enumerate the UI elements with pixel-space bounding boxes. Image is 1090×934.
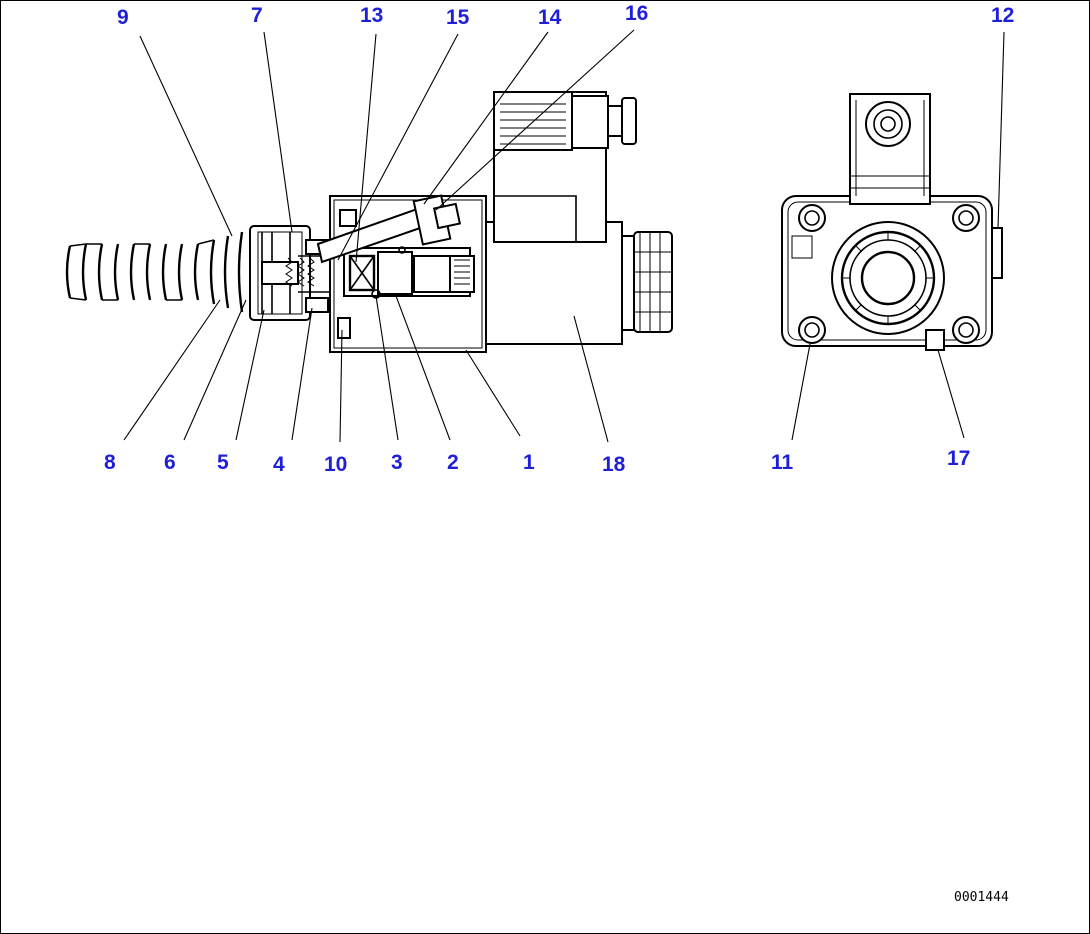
callout-7: 7 xyxy=(251,4,263,27)
side-view xyxy=(65,91,673,353)
callout-18: 18 xyxy=(602,453,626,476)
spring-coil xyxy=(65,231,244,313)
callout-17: 17 xyxy=(947,447,970,470)
leader-lines xyxy=(123,29,1005,443)
connector-plug xyxy=(493,91,637,243)
callout-9: 9 xyxy=(117,6,129,29)
callout-3: 3 xyxy=(391,451,403,474)
callout-1: 1 xyxy=(523,451,535,474)
callout-13: 13 xyxy=(360,4,383,27)
valve-body xyxy=(316,194,487,353)
callout-15: 15 xyxy=(446,6,470,29)
callout-14: 14 xyxy=(538,6,562,29)
callout-6: 6 xyxy=(164,451,176,474)
callout-5: 5 xyxy=(217,451,229,474)
callout-8: 8 xyxy=(104,451,116,474)
callout-4: 4 xyxy=(273,453,285,476)
figure-id: 0001444 xyxy=(954,890,1009,905)
callout-12: 12 xyxy=(991,4,1014,27)
callout-16: 16 xyxy=(625,2,648,25)
callout-2: 2 xyxy=(447,451,459,474)
callout-labels: 9 7 13 15 14 16 12 8 6 5 4 10 3 2 1 18 1… xyxy=(104,2,1014,476)
callout-11: 11 xyxy=(771,451,794,474)
end-view xyxy=(781,93,1003,351)
cap-assembly xyxy=(249,225,331,321)
callout-10: 10 xyxy=(324,453,347,476)
